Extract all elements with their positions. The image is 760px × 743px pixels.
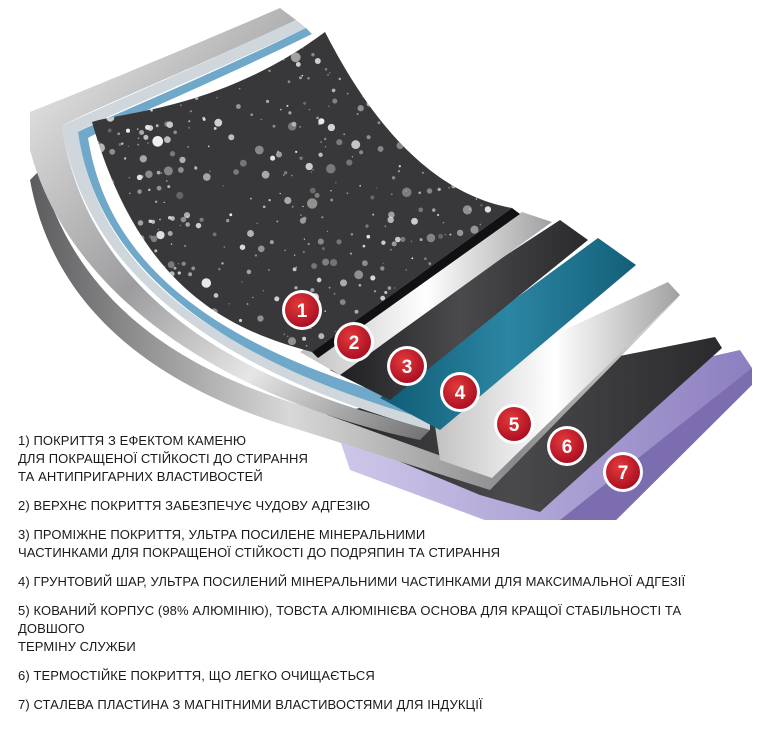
layer-legend: 1) ПОКРИТТЯ З ЕФЕКТОМ КАМЕНЮ ДЛЯ ПОКРАЩЕ… [18, 432, 748, 725]
cookware-layers-diagram: 1 2 3 4 5 6 7 [30, 8, 752, 520]
layer-3-number: 3 [402, 357, 413, 378]
layer-1-badge: 1 [282, 290, 322, 330]
layer-7-badge: 7 [603, 452, 643, 492]
layer-1-number: 1 [297, 301, 308, 322]
legend-item-2: 2) ВЕРХНЄ ПОКРИТТЯ ЗАБЕЗПЕЧУЄ ЧУДОВУ АДГ… [18, 498, 371, 513]
legend-item-4: 4) ГРУНТОВИЙ ШАР, УЛЬТРА ПОСИЛЕНИЙ МІНЕР… [18, 574, 686, 589]
layer-2-badge: 2 [334, 322, 374, 362]
legend-item-6: 6) ТЕРМОСТІЙКЕ ПОКРИТТЯ, ЩО ЛЕГКО ОЧИЩАЄ… [18, 668, 375, 683]
layer-4-number: 4 [455, 383, 466, 404]
layer-4-badge: 4 [440, 372, 480, 412]
layer-7-number: 7 [618, 463, 629, 484]
legend-item-3: 3) ПРОМІЖНЕ ПОКРИТТЯ, УЛЬТРА ПОСИЛЕНЕ МІ… [18, 527, 501, 560]
legend-item-1: 1) ПОКРИТТЯ З ЕФЕКТОМ КАМЕНЮ ДЛЯ ПОКРАЩЕ… [18, 433, 308, 484]
legend-item-7: 7) СТАЛЕВА ПЛАСТИНА З МАГНІТНИМИ ВЛАСТИВ… [18, 697, 483, 712]
legend-item-5: 5) КОВАНИЙ КОРПУС (98% АЛЮМІНІЮ), ТОВСТА… [18, 603, 682, 654]
layer-6-number: 6 [562, 437, 573, 458]
layer-5-number: 5 [509, 415, 520, 436]
layer-6-badge: 6 [547, 426, 587, 466]
outer-wall [30, 8, 430, 440]
layer-5-badge: 5 [494, 404, 534, 444]
layer-5-aluminium-body [30, 170, 680, 490]
layer-2-number: 2 [349, 333, 360, 354]
layer-3-badge: 3 [387, 346, 427, 386]
